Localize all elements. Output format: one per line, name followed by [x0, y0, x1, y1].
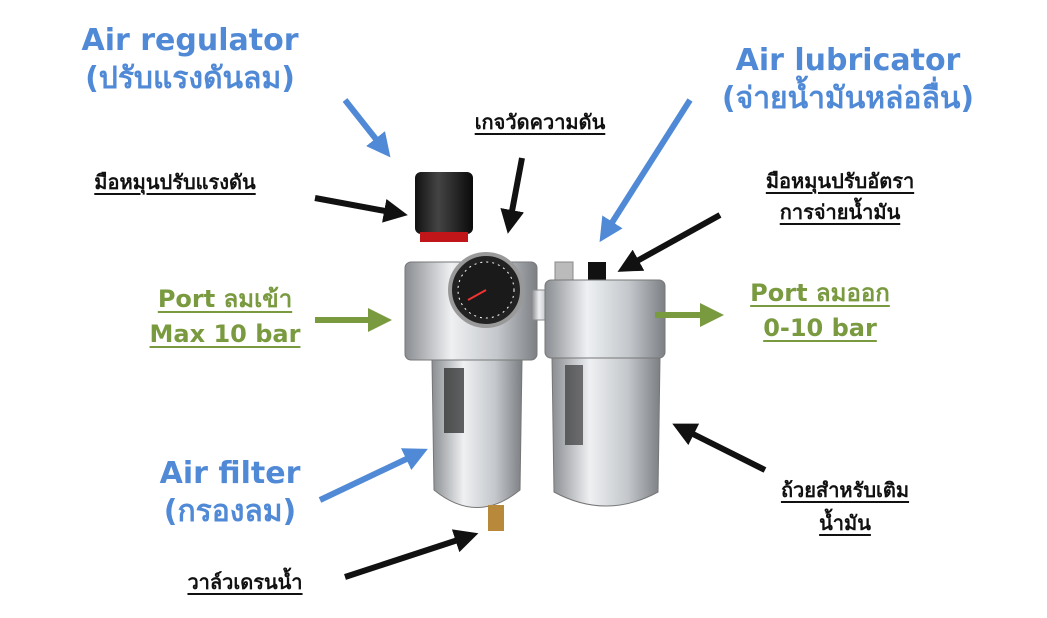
knob-red-ring: [420, 232, 468, 242]
label-line: Port ลมเข้า: [157, 285, 293, 313]
label-line: Air lubricator: [735, 43, 961, 78]
drain-valve: [488, 505, 504, 531]
label-line: (ปรับแรงดันลม): [85, 60, 295, 96]
label-line: (กรองลม): [163, 493, 297, 529]
label-line: น้ำมัน: [819, 511, 871, 535]
label-drain-valve: วาล์วเดรนน้ำ: [140, 570, 350, 595]
lubricator-body: [544, 279, 666, 359]
label-line: มือหมุนปรับแรงดัน: [94, 170, 256, 194]
oil-adjust-knob: [588, 262, 606, 280]
label-port-out: Port ลมออก 0-10 bar: [725, 276, 915, 346]
regulator-knob: [415, 172, 473, 234]
label-air-filter: Air filter (กรองลม): [120, 455, 340, 530]
arrow-pressure-knob: [314, 195, 408, 223]
label-line: 0-10 bar: [763, 313, 877, 342]
label-line: Max 10 bar: [149, 319, 301, 348]
label-oil-knob: มือหมุนปรับอัตรา การจ่ายน้ำมัน: [715, 166, 965, 228]
arrow-drain: [344, 529, 479, 580]
label-line: การจ่ายน้ำมัน: [779, 200, 901, 224]
label-gauge: เกจวัดความดัน: [430, 110, 650, 135]
arrow-regulator: [342, 98, 391, 158]
arrow-lubricator: [599, 98, 693, 243]
label-line: ถ้วยสำหรับเติม: [780, 478, 910, 502]
label-line: Air filter: [159, 456, 301, 491]
label-air-lubricator: Air lubricator (จ่ายน้ำมันหล่อลื่น): [678, 42, 1018, 117]
arrow-oil-cup: [672, 423, 767, 473]
label-line: เกจวัดความดัน: [474, 110, 606, 134]
arrow-oil-knob: [617, 212, 722, 272]
label-pressure-knob: มือหมุนปรับแรงดัน: [40, 170, 310, 195]
label-line: Air regulator: [81, 23, 299, 58]
label-line: (จ่ายน้ำมันหล่อลื่น): [721, 80, 975, 116]
arrow-gauge: [500, 157, 525, 234]
arrow-filter: [318, 448, 428, 503]
label-line: วาล์วเดรนน้ำ: [187, 570, 303, 594]
label-air-regulator: Air regulator (ปรับแรงดันลม): [45, 22, 335, 97]
label-line: Port ลมออก: [750, 279, 890, 307]
label-line: มือหมุนปรับอัตรา: [765, 169, 915, 193]
label-oil-cup: ถ้วยสำหรับเติม น้ำมัน: [730, 474, 960, 540]
label-port-in: Port ลมเข้า Max 10 bar: [130, 282, 320, 352]
